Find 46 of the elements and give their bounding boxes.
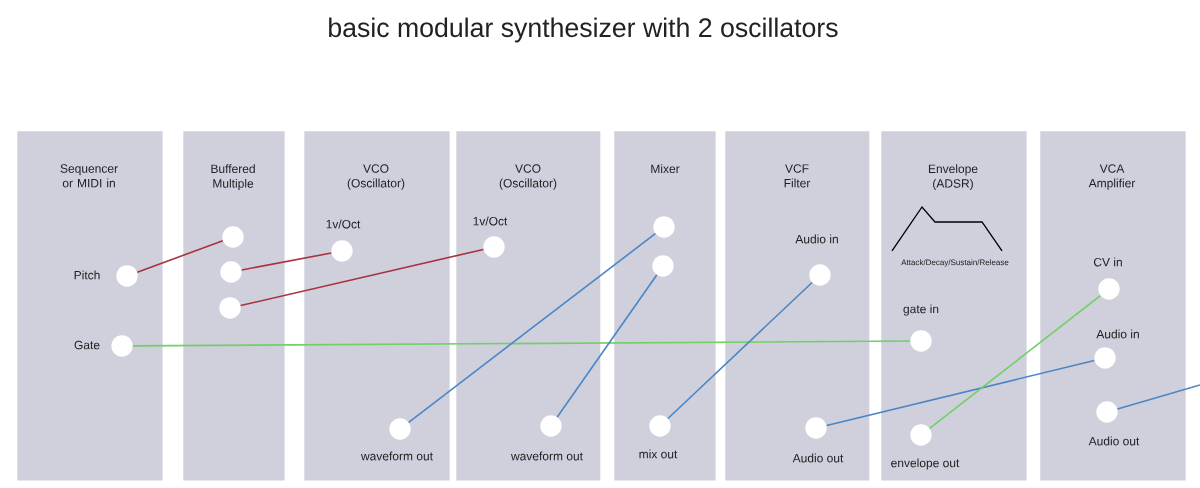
port-label: Audio out [1088,436,1140,446]
patch-cable [1116,384,1200,410]
jack-socket [220,261,242,283]
patch-cable [136,239,224,274]
patch-cable [667,281,813,420]
jack-socket [910,330,932,352]
jack-socket [219,297,241,319]
jack-socket [910,424,932,446]
jack-socket [540,415,562,437]
jack-socket [652,255,674,277]
jack-socket [1096,401,1118,423]
patch-cable [928,294,1102,430]
jack-socket [805,417,827,439]
jack-socket [389,418,411,440]
patch-cable [239,248,485,307]
jack-socket [111,335,133,357]
patch-cable [407,232,657,424]
patch-cable [132,340,911,347]
port-label: Gate [74,340,100,350]
port-label: CV in [1093,257,1122,267]
patch-cable [825,359,1096,427]
port-label: gate in [903,304,939,316]
jack-socket [1098,278,1120,300]
jack-socket [649,415,671,437]
jack-socket [222,226,244,248]
port-label: Audio in [1096,329,1139,339]
port-label: mix out [639,449,678,459]
title: basic modular synthesizer with 2 oscillators [329,17,838,43]
port-label: 1v/Oct [473,216,508,226]
jack-socket [116,265,138,287]
port-label: 1v/Oct [326,219,361,229]
envelope-caption: Attack/Decay/Sustain/Release [901,259,1009,267]
jack-socket [483,236,505,258]
port-label: waveform out [510,451,583,461]
port-label: envelope out [891,458,960,470]
patch-cable [556,274,658,418]
jack-socket [653,216,675,238]
module-panel: Buffered Multiple [183,131,285,481]
port-label: waveform out [360,451,433,461]
port-label: Audio out [792,453,844,463]
jack-socket [1094,347,1116,369]
port-label: Audio in [795,234,838,244]
patch-cable [240,252,333,271]
jack-socket [331,240,353,262]
port-label: Pitch [74,270,100,280]
jack-socket [809,264,831,286]
